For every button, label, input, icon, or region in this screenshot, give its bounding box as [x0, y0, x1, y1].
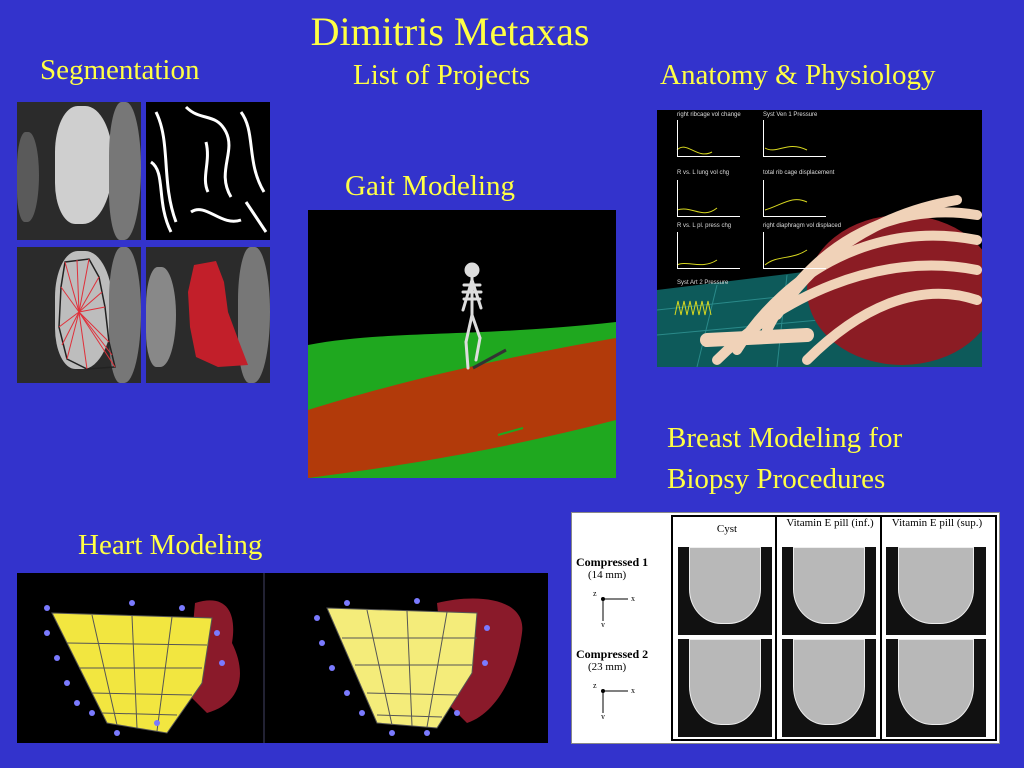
graph-caption: R vs. L pl. press chg: [677, 223, 732, 229]
row-label-compressed-2: Compressed 2: [576, 647, 649, 661]
breast-modeling-label-line1: Breast Modeling for: [667, 422, 903, 454]
axis-x-label: x: [631, 686, 635, 695]
graph-caption: total rib cage displacement: [763, 170, 835, 176]
graph-caption: right diaphragm vol displaced: [763, 223, 842, 229]
row-label-compressed-1: Compressed 1: [576, 555, 649, 569]
segmentation-mri-original: [17, 102, 141, 240]
column-header-vitamin-inf: Vitamin E pill (inf.): [786, 517, 874, 529]
breast-modeling-figure: Cyst Vitamin E pill (inf.) Vitamin E pil…: [571, 512, 1000, 744]
graph-caption: Syst Art 2 Pressure: [677, 280, 729, 286]
anatomy-physiology-image: right ribcage vol change Syst Ven 1 Pres…: [657, 110, 982, 367]
segmentation-edge-map: [146, 102, 270, 240]
gait-modeling-image: [308, 210, 616, 478]
heart-modeling-label: Heart Modeling: [78, 529, 263, 561]
segmentation-label: Segmentation: [40, 54, 200, 86]
axis-z-label: z: [593, 681, 597, 690]
anatomy-label: Anatomy & Physiology: [660, 59, 936, 91]
segmentation-mri-rays: [17, 247, 141, 383]
column-header-vitamin-sup: Vitamin E pill (sup.): [891, 517, 983, 529]
breast-modeling-label-line2: Biopsy Procedures: [667, 463, 886, 495]
page-title: Dimitris Metaxas: [310, 9, 590, 54]
mri-cell: [678, 639, 772, 737]
list-of-projects-label: List of Projects: [353, 59, 531, 91]
graph-caption: R vs. L lung vol chg: [677, 170, 730, 176]
gait-modeling-label: Gait Modeling: [345, 170, 515, 202]
axis-x-label: x: [631, 594, 635, 603]
axis-z-label: z: [593, 589, 597, 598]
row-sub-compressed-2: (23 mm): [588, 661, 627, 673]
graph-caption: right ribcage vol change: [677, 112, 741, 118]
mri-cell: [782, 639, 876, 737]
segmentation-mri-result: [146, 247, 270, 383]
column-header-cyst: Cyst: [716, 523, 738, 535]
axis-indicator: z x y: [593, 681, 635, 719]
mri-cell: [678, 547, 772, 635]
mri-cell: [782, 547, 876, 635]
axis-indicator: z x y: [593, 589, 635, 627]
mri-cell: [886, 639, 986, 737]
heart-modeling-image: [17, 573, 548, 743]
row-sub-compressed-1: (14 mm): [588, 569, 627, 581]
axis-y-label: y: [601, 712, 605, 719]
axis-y-label: y: [601, 620, 605, 627]
graph-caption: Syst Ven 1 Pressure: [763, 112, 818, 118]
mri-cell: [886, 547, 986, 635]
